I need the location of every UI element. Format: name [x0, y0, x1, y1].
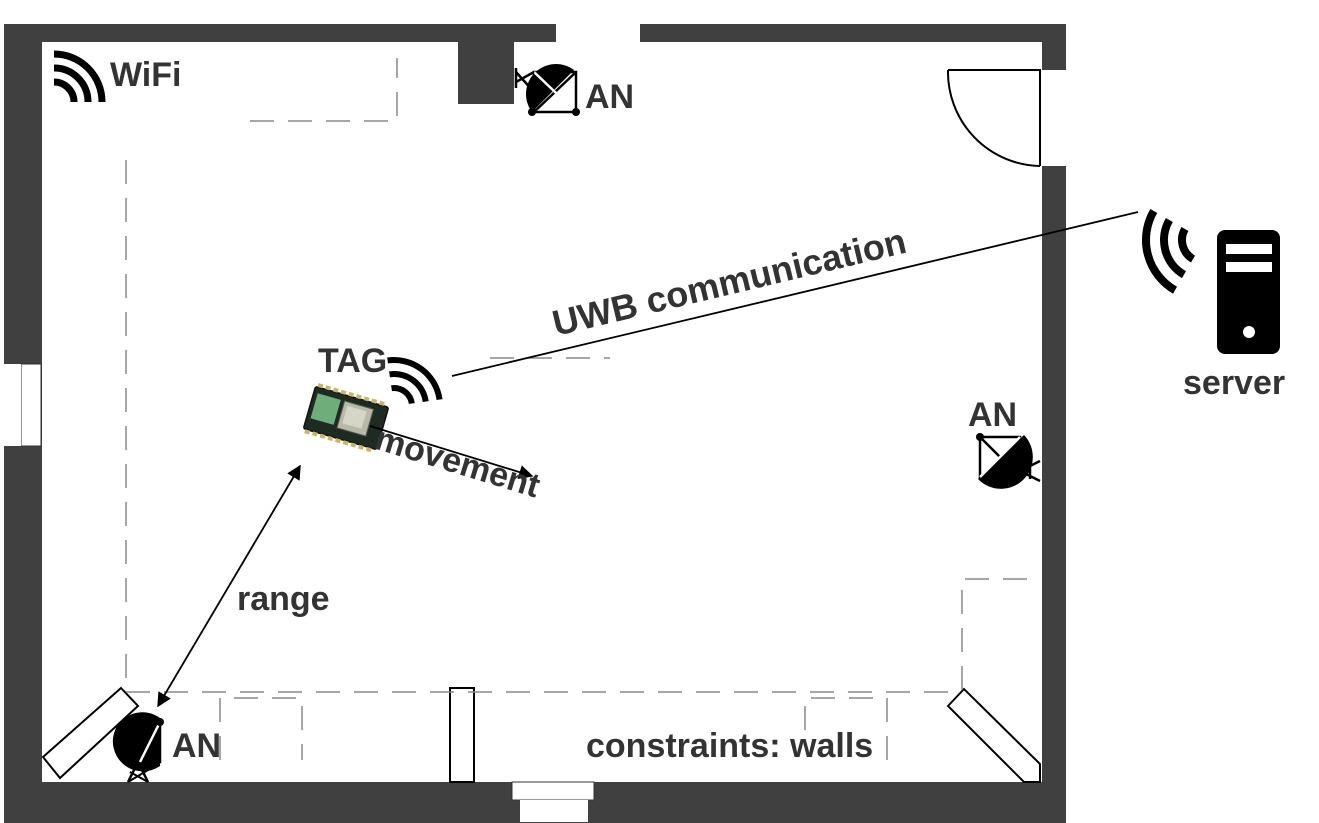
- server-label: server: [1183, 364, 1285, 402]
- door-frame: [948, 69, 1041, 166]
- wifi-signal-icon: [387, 357, 443, 405]
- wall-top: [4, 24, 1066, 42]
- wall-column: [458, 40, 514, 104]
- constraints-label: constraints: walls: [586, 727, 873, 765]
- door-opening: [1040, 70, 1068, 166]
- bottom-window: [511, 781, 595, 801]
- wall-openings: [2, 22, 1068, 822]
- door: [946, 69, 1041, 167]
- dashed-boundaries: [125, 58, 1040, 760]
- room-walls: [4, 24, 1066, 823]
- anchor-bottom-left-label: AN: [172, 727, 221, 765]
- internal-walls: [41, 686, 1041, 783]
- wifi-label: WiFi: [110, 56, 181, 94]
- wifi-signal-icon: [53, 50, 106, 103]
- tag-label: TAG: [318, 342, 387, 380]
- wifi-signal-icon: [1142, 209, 1196, 294]
- server-tower-icon: [1217, 230, 1280, 354]
- uwb-label: UWB communication: [548, 220, 910, 344]
- right-boundary: [961, 578, 1040, 690]
- main-boundary: [125, 160, 962, 693]
- bottom-right-box: [804, 697, 888, 760]
- bottom-left-box: [219, 697, 303, 760]
- top-left-boundary: [250, 58, 398, 122]
- range-label: range: [237, 580, 330, 618]
- range-arrow: [157, 464, 301, 708]
- satellite-dish-icon: [112, 712, 164, 783]
- bottom-right-diagonal-wall: [946, 687, 1041, 783]
- satellite-dish-icon: [976, 433, 1041, 489]
- bottom-window-gap: [520, 800, 588, 822]
- door-swing-arc: [946, 69, 1041, 167]
- movement-arrow: [369, 425, 534, 480]
- bottom-pillar: [449, 687, 475, 783]
- left-window: [20, 363, 42, 447]
- top-window-opening: [556, 22, 640, 42]
- movement-label: movement: [371, 419, 545, 505]
- bottom-left-diagonal-wall: [41, 686, 140, 780]
- anchor-top-label: AN: [585, 78, 634, 116]
- uwb-tag-board: [303, 383, 389, 453]
- left-window-gap: [2, 364, 21, 446]
- satellite-dish-icon: [514, 63, 580, 116]
- uwb-link-line: [451, 211, 1139, 377]
- anchor-right-label: AN: [968, 396, 1017, 434]
